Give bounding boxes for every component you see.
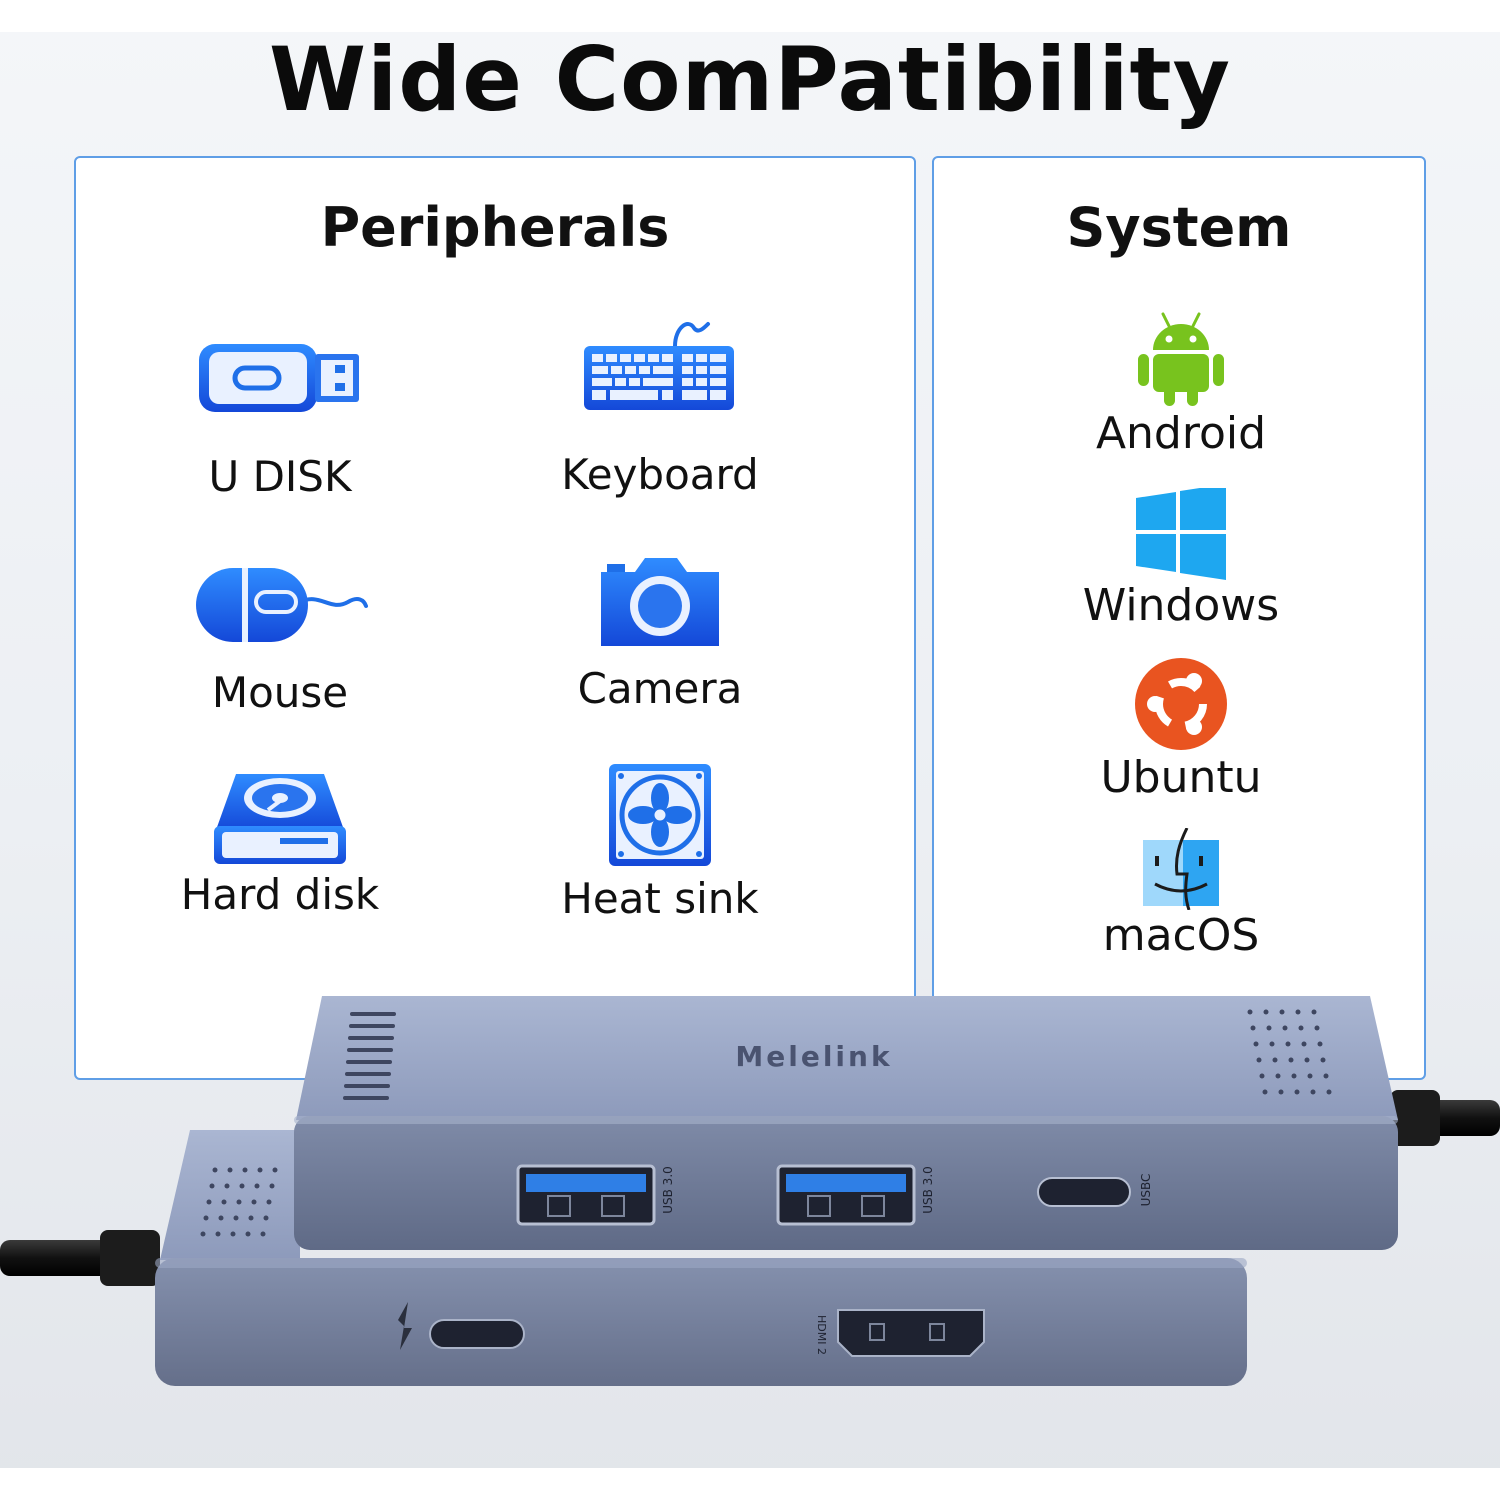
- left-slot-vents: [343, 1012, 396, 1100]
- peripheral-label: Heat sink: [561, 874, 759, 923]
- windows-icon: [1136, 488, 1226, 580]
- camera-icon: [601, 558, 719, 646]
- peripheral-item-camera: Camera: [470, 554, 850, 713]
- peripheral-label: U DISK: [208, 452, 352, 501]
- peripheral-item-heat-sink: Heat sink: [470, 762, 850, 923]
- mouse-icon: [196, 568, 368, 642]
- fan-icon: [609, 764, 711, 866]
- macos-icon: [1143, 828, 1219, 910]
- peripheral-item-mouse: Mouse: [90, 562, 470, 717]
- thunderbolt-icon: [398, 1302, 412, 1350]
- hub-brand-logo: Melelink: [735, 1040, 892, 1073]
- bottom-margin: [0, 1468, 1500, 1500]
- left-cable: [0, 1240, 120, 1276]
- system-label: Android: [1095, 408, 1267, 459]
- thunderbolt-port: [429, 1319, 525, 1349]
- system-heading: System: [1066, 196, 1292, 259]
- page-title: Wide ComPatibility: [269, 28, 1231, 131]
- hard-disk-icon: [214, 774, 346, 864]
- peripheral-label: Keyboard: [561, 450, 759, 499]
- system-label: Ubuntu: [1100, 752, 1262, 803]
- android-icon: [1138, 312, 1224, 406]
- usb-hub-product-image: HDMI 2 Melelink USB 3.0 USB 3.0 USBC: [0, 996, 1500, 1386]
- system-label: Windows: [1082, 580, 1280, 631]
- ubuntu-icon: [1135, 658, 1227, 750]
- usb-a-port-1-label: USB 3.0: [661, 1166, 675, 1214]
- system-item-windows: Windows: [934, 488, 1428, 631]
- usb-c-port: [1037, 1177, 1131, 1207]
- peripheral-label: Mouse: [211, 668, 349, 717]
- keyboard-icon: [584, 322, 734, 410]
- peripheral-label: Hard disk: [180, 870, 380, 919]
- system-label: macOS: [1102, 910, 1260, 961]
- system-item-macos: macOS: [934, 828, 1428, 961]
- peripheral-item-u-disk: U DISK: [90, 334, 470, 501]
- peripheral-item-hard-disk: Hard disk: [90, 768, 470, 919]
- top-margin: [0, 0, 1500, 32]
- left-vent-grille: [200, 1167, 278, 1237]
- peripheral-item-keyboard: Keyboard: [470, 314, 850, 499]
- peripheral-label: Camera: [577, 664, 743, 713]
- usb-drive-icon: [199, 344, 359, 412]
- usb-c-port-label: USBC: [1139, 1174, 1153, 1207]
- hdmi-port-label: HDMI 2: [815, 1315, 828, 1355]
- peripherals-heading: Peripherals: [320, 196, 670, 259]
- system-panel: System Android Windows: [932, 156, 1426, 1080]
- system-item-android: Android: [934, 308, 1428, 459]
- hdmi-port: [837, 1309, 985, 1357]
- usb-a-port-2-label: USB 3.0: [921, 1166, 935, 1214]
- right-vent-grille: [1247, 1009, 1332, 1095]
- peripherals-panel: Peripherals U DISK: [74, 156, 916, 1080]
- system-item-ubuntu: Ubuntu: [934, 656, 1428, 803]
